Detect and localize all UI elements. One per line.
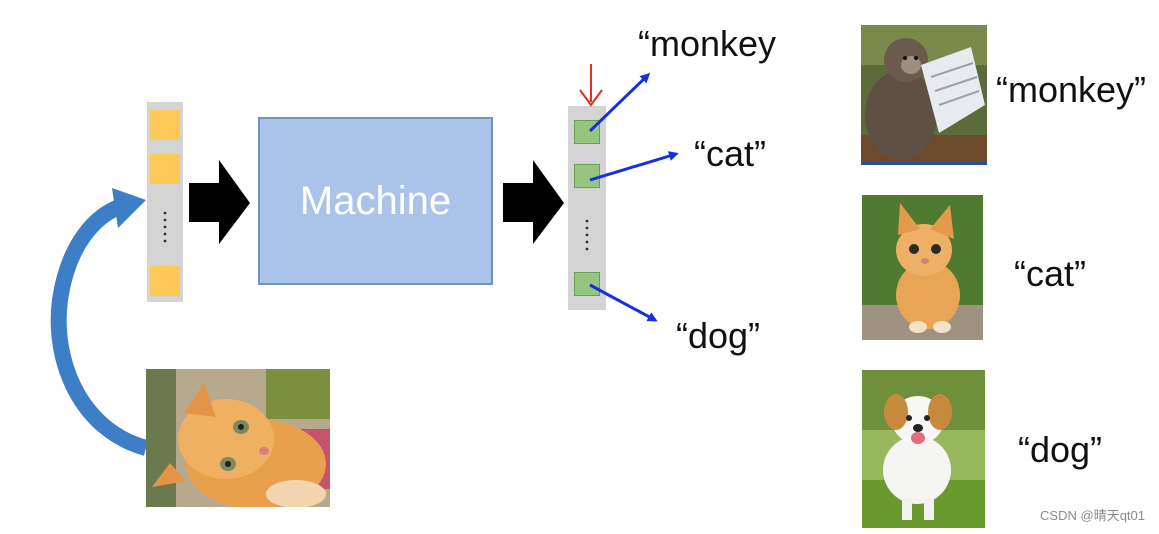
gallery-label-dog: “dog” [1018,429,1103,470]
output-label-monkey: “monkey [638,23,777,64]
ellipsis-icon [585,219,589,251]
ellipsis-icon [163,211,167,243]
gallery-cat-photo [862,195,983,340]
output-vector [568,106,606,310]
machine-box: Machine [258,117,493,285]
input-vector-cell [150,154,180,184]
output-arrow-monkey-icon [588,72,651,133]
cat-photo-image [146,369,330,507]
output-arrow-dog-icon [589,283,658,322]
input-vector-cell [150,110,180,140]
output-vector-cell [574,164,600,188]
input-vector [147,102,183,302]
red-indicator-arrow-head-icon [579,89,603,107]
curved-arrow-head-icon [112,188,146,228]
curved-arrow-icon [50,198,149,456]
gallery-label-monkey: “monkey” [996,69,1147,110]
gallery-dog-photo [862,370,985,528]
input-vector-ellipsis [163,210,167,246]
output-arrow-cat-icon [589,151,679,182]
input-cat-photo [146,369,330,507]
gallery-monkey-photo [861,25,987,165]
dog-photo-image [862,370,985,528]
gallery-label-cat: “cat” [1014,253,1086,294]
watermark: CSDN @晴天qt01 [1040,508,1145,523]
cat-photo-image [862,195,983,340]
monkey-photo-image [861,25,987,165]
output-label-cat: “cat” [694,133,766,174]
right-block-arrow-icon [503,160,564,244]
input-vector-cell [150,266,180,296]
output-vector-cell [574,272,600,296]
output-vector-ellipsis [585,218,589,254]
output-label-dog: “dog” [676,315,761,356]
right-block-arrow-icon [189,160,250,244]
machine-label: Machine [299,178,452,223]
